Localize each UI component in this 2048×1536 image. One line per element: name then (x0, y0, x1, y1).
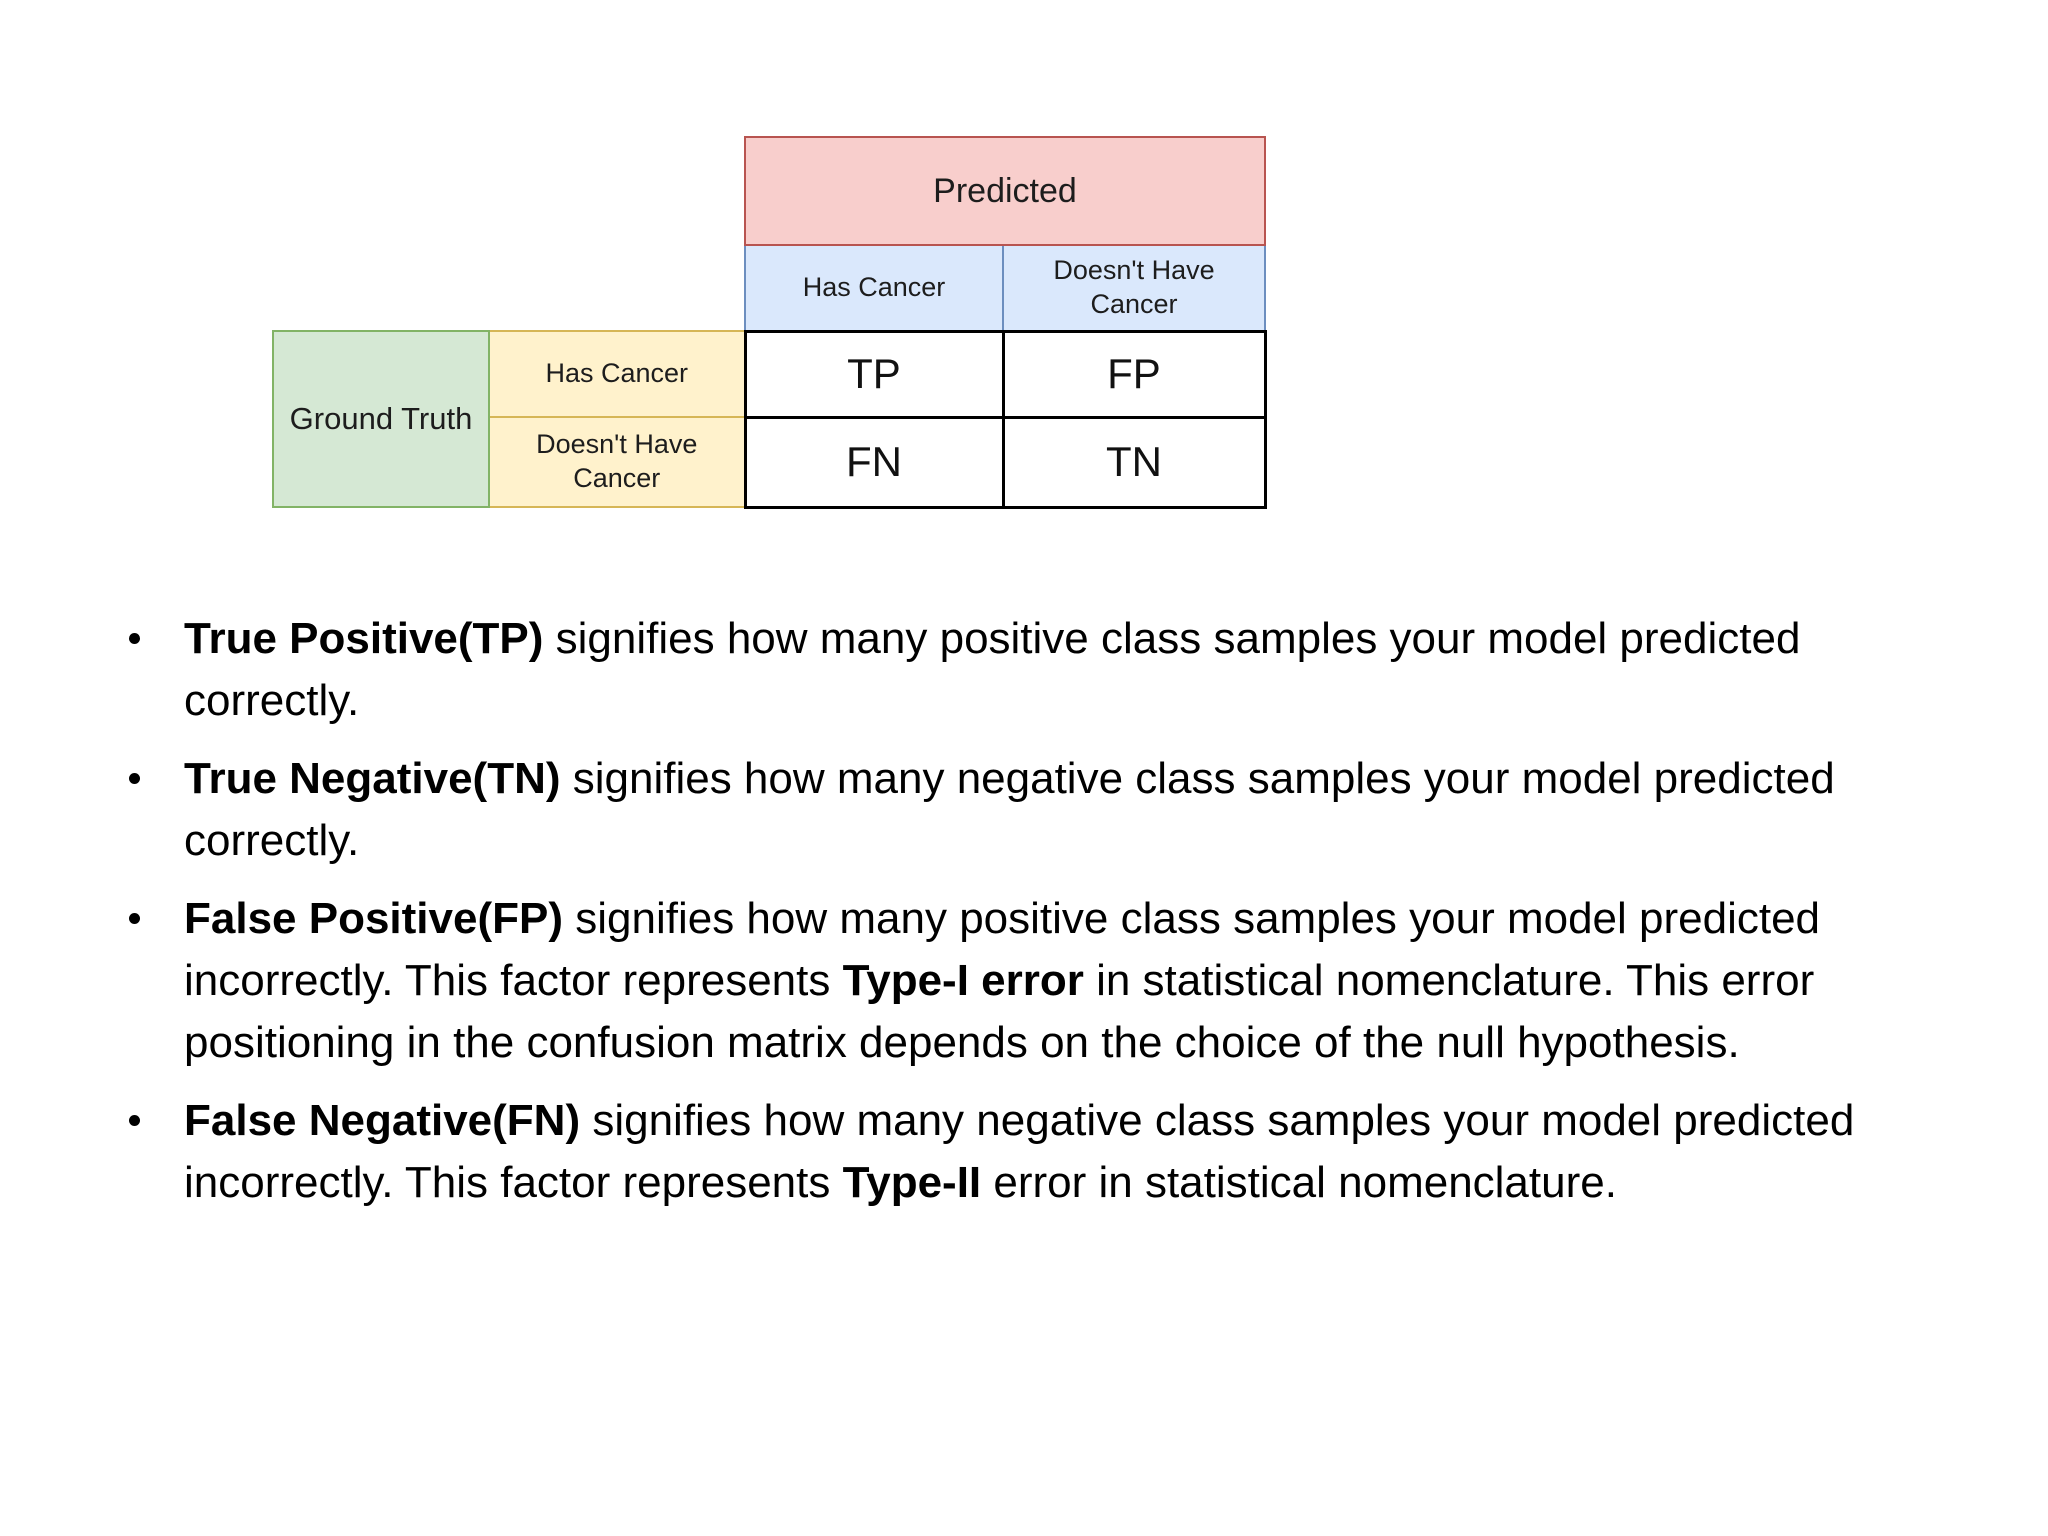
bullet-item: True Negative(TN) signifies how many neg… (127, 748, 1887, 872)
cell-true-negative: TN (1001, 415, 1267, 509)
bullet-list: True Positive(TP) signifies how many pos… (127, 608, 1887, 1230)
predicted-header-cell: Predicted (744, 136, 1266, 246)
ground-truth-header-cell: Ground Truth (272, 330, 490, 508)
bullet-term: False Positive(FP) (184, 894, 564, 943)
bullet-text: signifies how many negative class sample… (184, 1096, 1855, 1207)
bullet-text: signifies how many positive class sample… (184, 894, 1821, 1005)
confusion-matrix-table: Predicted Has Cancer Doesn't Have Cancer… (272, 136, 1267, 509)
cell-true-positive: TP (743, 329, 1005, 419)
bullet-item: False Negative(FN) signifies how many ne… (127, 1090, 1887, 1214)
cell-false-positive: FP (1001, 329, 1267, 419)
predicted-col-doesnt-have-cancer-cell: Doesn't Have Cancer (1002, 244, 1266, 332)
bullet-term: False Negative(FN) (184, 1096, 581, 1145)
matrix-corner-spacer (273, 137, 745, 331)
predicted-col-has-cancer-cell: Has Cancer (744, 244, 1004, 332)
bullet-term: True Positive(TP) (184, 614, 544, 663)
bullet-item: False Positive(FP) signifies how many po… (127, 888, 1887, 1074)
bullet-item: True Positive(TP) signifies how many pos… (127, 608, 1887, 732)
bullet-term: True Negative(TN) (184, 754, 561, 803)
bullet-text: signifies how many positive class sample… (184, 614, 1801, 725)
bullet-text: error in statistical nomenclature. (981, 1158, 1617, 1207)
ground-truth-row-doesnt-have-cancer-cell: Doesn't Have Cancer (488, 416, 746, 508)
bullet-term: Type-I error (842, 956, 1084, 1005)
cell-false-negative: FN (743, 415, 1005, 509)
bullet-text: signifies how many negative class sample… (184, 754, 1835, 865)
bullet-term: Type-II (842, 1158, 982, 1207)
ground-truth-row-has-cancer-cell: Has Cancer (488, 330, 746, 418)
bullet-text: in statistical nomenclature. This error … (184, 956, 1815, 1067)
confusion-matrix-diagram: Predicted Has Cancer Doesn't Have Cancer… (272, 136, 1267, 509)
